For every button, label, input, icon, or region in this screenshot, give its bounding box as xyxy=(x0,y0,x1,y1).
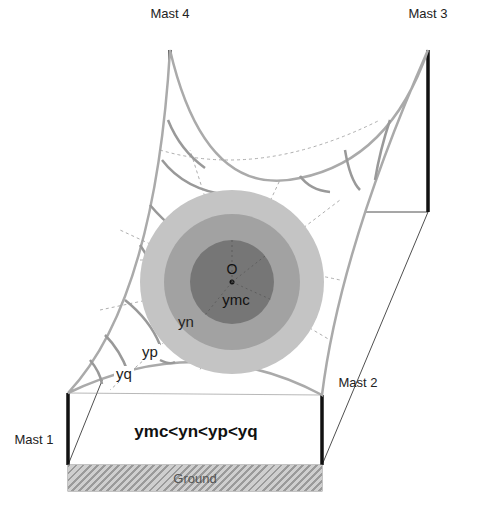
inequality-label: ymc<yn<yp<yq xyxy=(134,423,257,442)
ground-text: Ground xyxy=(173,471,216,486)
center-label: O xyxy=(227,262,238,277)
contour-label: yp xyxy=(140,344,160,361)
mast-label: Mast 4 xyxy=(150,7,189,21)
mast-label: Mast 3 xyxy=(408,7,447,21)
contour-label: ymc xyxy=(222,292,250,309)
mast-label: Mast 1 xyxy=(14,433,53,447)
mast-label: Mast 2 xyxy=(338,376,377,390)
contour-label: yq xyxy=(114,366,134,383)
contour-label: yn xyxy=(178,314,194,331)
ground-band: Ground xyxy=(68,465,322,491)
